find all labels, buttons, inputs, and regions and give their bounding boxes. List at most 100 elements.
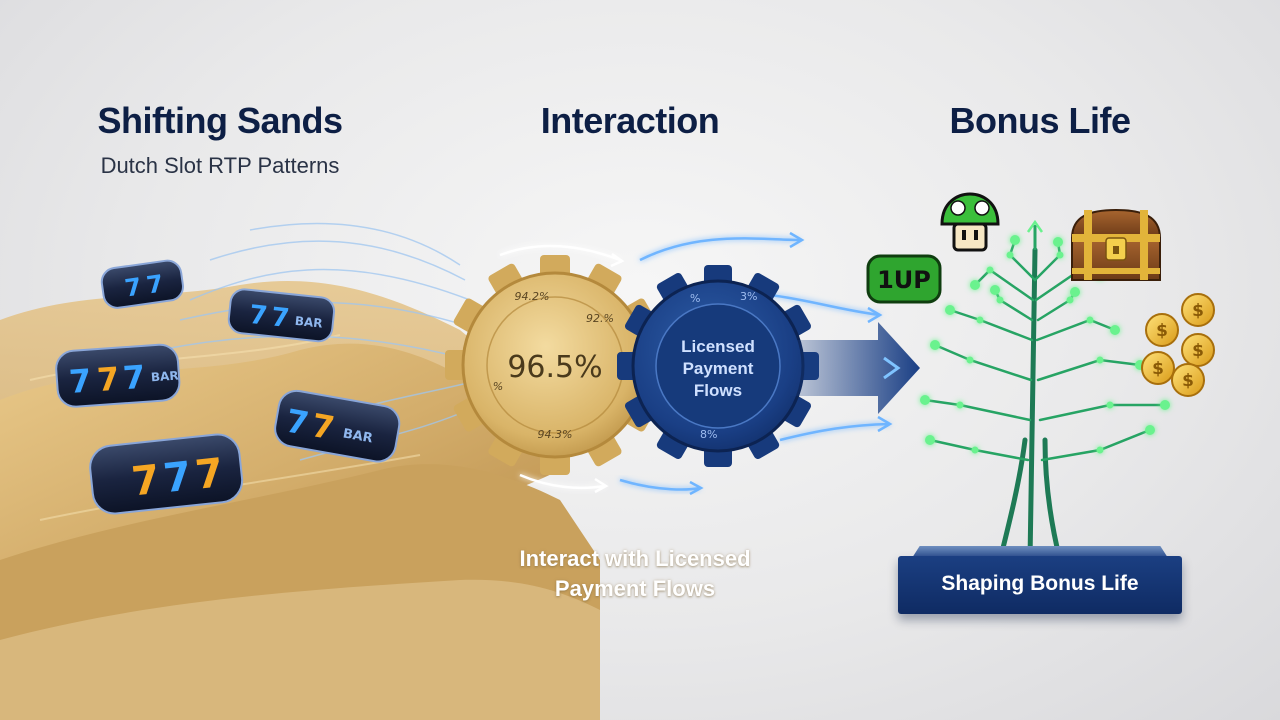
circuit-node bbox=[1086, 316, 1094, 324]
circuit-branch bbox=[973, 268, 1035, 302]
circuit-node bbox=[1010, 235, 1020, 245]
reel-seven: 7 bbox=[122, 358, 147, 397]
caption-line: Interact with Licensed bbox=[519, 546, 751, 571]
stage-title-interaction: Interaction bbox=[540, 100, 720, 141]
slot-reel-icon: 7 7 BAR bbox=[227, 288, 336, 343]
gear-tooth bbox=[624, 304, 654, 337]
gear-tooth bbox=[540, 453, 570, 475]
slot-reel-icon: 7 7 BAR bbox=[274, 389, 401, 463]
coin-symbol: $ bbox=[1152, 359, 1164, 379]
circuit-branch bbox=[933, 343, 1033, 382]
circuit-branch bbox=[1033, 240, 1062, 282]
reel-bar: BAR bbox=[294, 314, 323, 331]
reel-seven: 7 bbox=[96, 360, 121, 399]
interaction-caption: Interact with Licensed Payment Flows bbox=[470, 544, 800, 604]
circuit-branch bbox=[1040, 428, 1152, 462]
sand-dunes bbox=[0, 281, 600, 720]
slot-reel-icon: 7 7 7 bbox=[89, 433, 244, 515]
reel-seven: 7 bbox=[161, 453, 193, 502]
reel-seven: 7 bbox=[68, 362, 93, 401]
coin-icon: $ bbox=[1181, 293, 1215, 327]
circuit-node bbox=[971, 446, 979, 454]
circuit-node bbox=[966, 356, 974, 364]
circuit-node bbox=[986, 266, 994, 274]
circuit-node bbox=[1070, 287, 1080, 297]
gear-tooth bbox=[782, 395, 812, 428]
circuit-node bbox=[1066, 296, 1074, 304]
circuit-node bbox=[956, 401, 964, 409]
circuit-node bbox=[1110, 325, 1120, 335]
gear-tooth bbox=[540, 255, 570, 277]
reel-seven: 7 bbox=[248, 300, 269, 332]
gold-gear-value: 96.5% bbox=[507, 350, 602, 385]
reel-seven: 7 bbox=[129, 457, 161, 506]
gear-tooth bbox=[782, 304, 812, 337]
circuit-branch bbox=[948, 308, 1034, 342]
gear-tooth bbox=[656, 430, 689, 460]
stage-title-shifting-sands: Shifting Sands bbox=[97, 100, 344, 141]
blue-gear-label-line: Payment bbox=[683, 359, 754, 378]
circuit-node bbox=[1160, 400, 1170, 410]
flow-arrows bbox=[499, 231, 893, 496]
one-up-badge: 1UP bbox=[866, 254, 942, 304]
blue-gear-ring-label: 8% bbox=[700, 428, 717, 441]
reel-bar: BAR bbox=[342, 426, 374, 446]
gear-tooth bbox=[656, 272, 689, 302]
coin-symbol: $ bbox=[1156, 321, 1168, 341]
stage-title-bonus-life: Bonus Life bbox=[949, 100, 1132, 141]
coin-icon: $ bbox=[1145, 313, 1179, 347]
gear-tooth bbox=[747, 430, 780, 460]
circuit-node bbox=[976, 316, 984, 324]
circuit-node bbox=[1106, 401, 1114, 409]
reel-seven: 7 bbox=[145, 269, 165, 299]
circuit-branch bbox=[928, 438, 1030, 462]
gold-gear-ring-label: % bbox=[493, 380, 503, 393]
coin-symbol: $ bbox=[1192, 301, 1204, 321]
coin-icon: $ bbox=[1171, 363, 1205, 397]
slot-reel-icon: 7 7 bbox=[100, 259, 184, 309]
reel-bar: BAR bbox=[151, 368, 180, 384]
pedestal-top bbox=[912, 546, 1168, 558]
circuit-node bbox=[1056, 251, 1064, 259]
blue-gear-ring-label: 3% bbox=[740, 290, 757, 303]
blue-gear-ring-label: % bbox=[690, 292, 700, 305]
arrow-icon bbox=[790, 322, 920, 414]
circuit-branch bbox=[1035, 318, 1117, 342]
coin-symbol: $ bbox=[1182, 371, 1194, 391]
circuit-node bbox=[1006, 251, 1014, 259]
circuit-branch bbox=[1036, 358, 1142, 382]
blue-payment-gear: Licensed Payment Flows % 3% 8% bbox=[617, 265, 819, 467]
gold-gear-ring-label: 94.2% bbox=[515, 290, 550, 303]
reel-seven: 7 bbox=[123, 273, 143, 303]
one-up-label: 1UP bbox=[877, 266, 931, 294]
slot-reel-icon: 7 7 7 BAR bbox=[55, 343, 181, 408]
circuit-node bbox=[996, 296, 1004, 304]
stage-subtitle-rtp: Dutch Slot RTP Patterns bbox=[100, 153, 340, 178]
circuit-node bbox=[945, 305, 955, 315]
gear-tooth bbox=[624, 395, 654, 428]
circuit-node bbox=[930, 340, 940, 350]
coin-icon: $ bbox=[1141, 351, 1175, 385]
circuit-node bbox=[1096, 446, 1104, 454]
circuit-branch bbox=[923, 398, 1032, 422]
circuit-node bbox=[1053, 237, 1063, 247]
caption-line: Payment Flows bbox=[554, 576, 716, 601]
blue-gear-label-line: Flows bbox=[694, 381, 742, 400]
mushroom-icon bbox=[940, 192, 1000, 252]
gold-gear-ring-label: 92.% bbox=[586, 312, 614, 325]
coin-icon: $ bbox=[1181, 333, 1215, 367]
gear-tooth bbox=[747, 272, 780, 302]
gold-gear-ring-label: 94.3% bbox=[538, 428, 573, 441]
pedestal bbox=[898, 556, 1182, 614]
circuit-branch bbox=[1008, 238, 1037, 282]
circuit-node bbox=[925, 435, 935, 445]
treasure-chest-icon bbox=[1070, 208, 1162, 281]
coin-stack: $ $ $ $ $ bbox=[1141, 293, 1215, 397]
reel-seven: 7 bbox=[193, 450, 225, 499]
circuit-node bbox=[990, 285, 1000, 295]
circuit-node bbox=[1145, 425, 1155, 435]
coin-symbol: $ bbox=[1192, 341, 1204, 361]
blue-gear-label-line: Licensed bbox=[681, 337, 755, 356]
gear-tooth bbox=[445, 350, 467, 380]
